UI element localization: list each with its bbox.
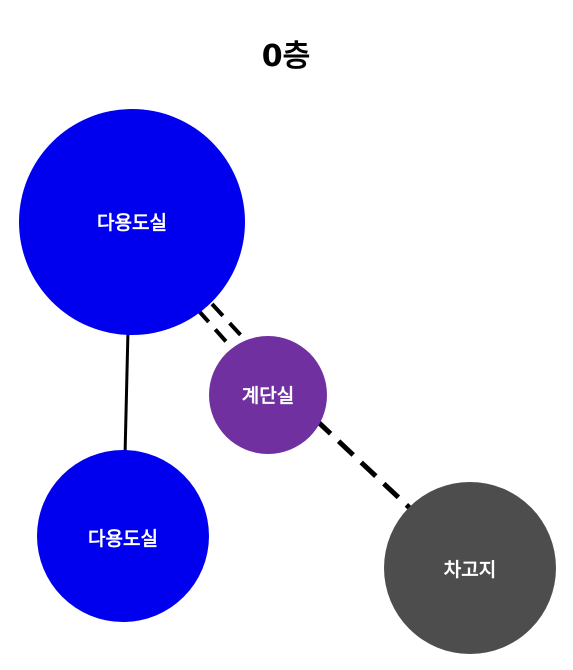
edge-room1-room2 <box>123 329 130 457</box>
edge-stairs-garage <box>314 418 416 514</box>
diagram-title: 0층 <box>262 39 310 74</box>
node-circle <box>209 336 327 454</box>
node-label: 차고지 <box>444 559 496 581</box>
node-utility-room-2[interactable]: 다용도실 <box>37 450 209 622</box>
node-label: 다용도실 <box>97 212 167 234</box>
node-garage[interactable]: 차고지 <box>384 482 556 654</box>
node-label: 다용도실 <box>88 528 158 550</box>
node-circle <box>37 450 209 622</box>
node-label: 계단실 <box>242 385 294 407</box>
node-stairwell[interactable]: 계단실 <box>209 336 327 454</box>
node-circle <box>384 482 556 654</box>
node-utility-room-1[interactable]: 다용도실 <box>19 109 245 335</box>
node-circle <box>19 109 245 335</box>
